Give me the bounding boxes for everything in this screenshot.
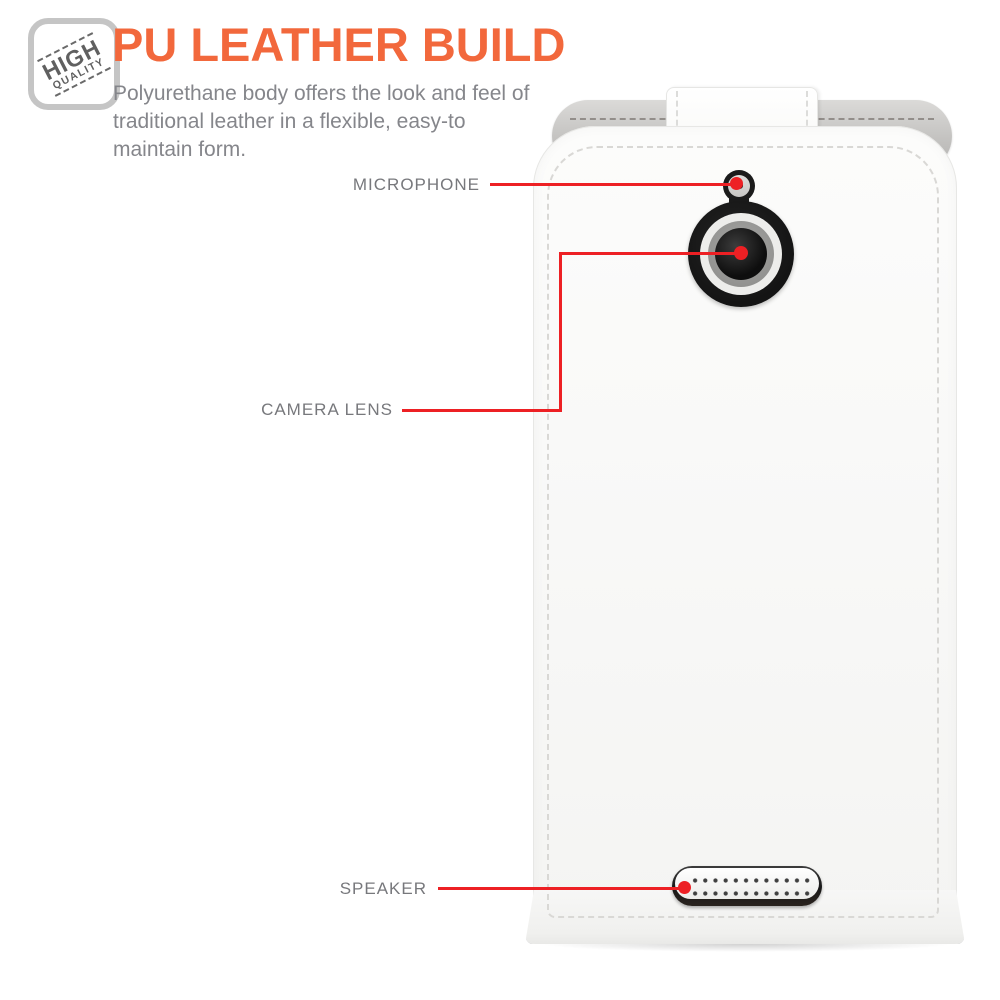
- tab-stitch-right: [806, 91, 808, 145]
- callout-line-microphone: [490, 183, 737, 186]
- callout-line-camera-lens-vertical: [559, 252, 562, 412]
- callout-line-speaker: [438, 887, 685, 890]
- callout-label-microphone: MICROPHONE: [352, 175, 480, 194]
- high-quality-badge: HIGH QUALITY: [28, 18, 120, 110]
- tab-stitch-left: [676, 91, 678, 145]
- callout-line-camera-lens-upper: [560, 252, 741, 255]
- case-stitching: [547, 146, 939, 918]
- callout-dot-microphone: [730, 177, 743, 190]
- high-quality-stamp-icon: HIGH QUALITY: [36, 30, 112, 98]
- callout-label-camera-lens: CAMERA LENS: [261, 400, 393, 419]
- callout-label-speaker: SPEAKER: [339, 879, 427, 898]
- speaker-grille-holes: [688, 873, 810, 899]
- callout-dot-speaker: [678, 881, 691, 894]
- page-description: Polyurethane body offers the look and fe…: [113, 82, 530, 161]
- page-title: PU LEATHER BUILD: [112, 18, 566, 71]
- callout-dot-camera-lens: [734, 246, 748, 260]
- callout-line-camera-lens-lower: [402, 409, 562, 412]
